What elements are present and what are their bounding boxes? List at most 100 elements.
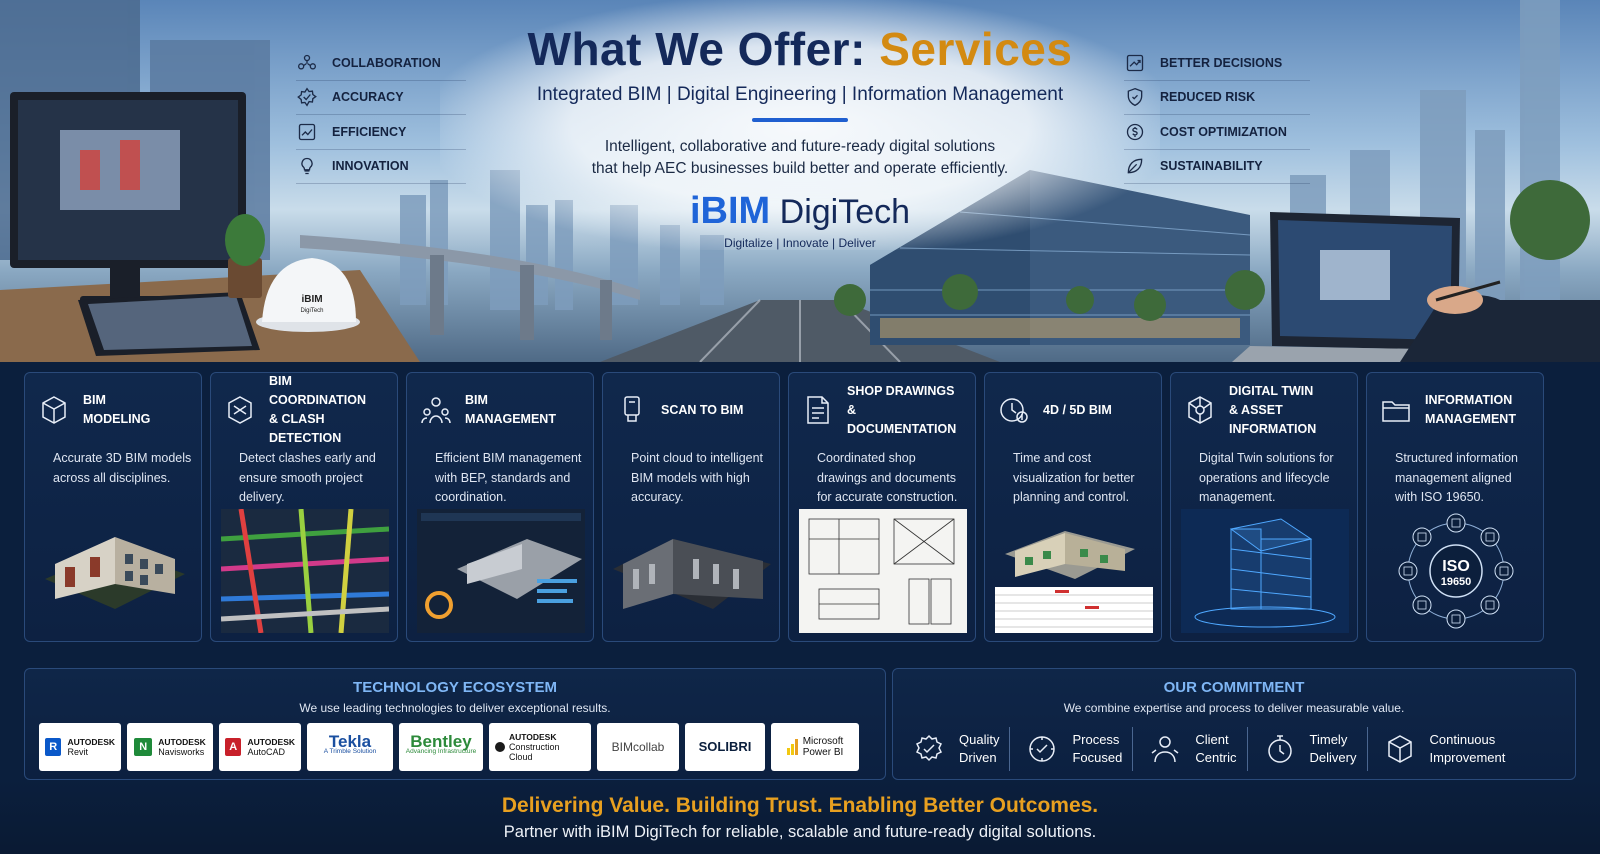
iso-19650-diagram: ISO 19650 bbox=[1398, 513, 1514, 629]
accuracy-icon bbox=[296, 86, 318, 108]
cube-icon bbox=[37, 393, 71, 427]
commitment-panel: OUR COMMITMENT We combine expertise and … bbox=[892, 668, 1576, 780]
feature-sustainability: SUSTAINABILITY bbox=[1124, 150, 1310, 184]
service-title: SCAN TO BIM bbox=[661, 402, 744, 417]
title-underline bbox=[752, 118, 848, 122]
hero-subtitle: Integrated BIM | Digital Engineering | I… bbox=[536, 84, 1064, 105]
service-card-4d-5d-bim[interactable]: 4D / 5D BIM Time and cost visualization … bbox=[984, 372, 1162, 642]
technology-ecosystem-panel: TECHNOLOGY ECOSYSTEM We use leading tech… bbox=[24, 668, 886, 780]
service-card-bim-management[interactable]: BIM MANAGEMENT Efficient BIM management … bbox=[406, 372, 594, 642]
service-card-information-management[interactable]: INFORMATION MANAGEMENT Structured inform… bbox=[1366, 372, 1544, 642]
service-title: 4D / 5D BIM bbox=[1043, 402, 1112, 417]
service-title: BIM COORDINATION & CLASH DETECTION bbox=[269, 374, 366, 445]
feature-cost-optimization: COST OPTIMIZATION bbox=[1124, 115, 1310, 150]
technology-title: TECHNOLOGY ECOSYSTEM bbox=[353, 679, 557, 696]
title-accent: Services bbox=[879, 23, 1073, 75]
innovation-icon bbox=[296, 155, 318, 177]
bim-dashboard-image bbox=[417, 509, 585, 633]
autodesk-mark-icon bbox=[495, 742, 505, 752]
service-description: Accurate 3D BIM models across all discip… bbox=[53, 451, 192, 485]
iso-number: 19650 bbox=[1441, 576, 1472, 588]
service-description: Digital Twin solutions for operations an… bbox=[1199, 451, 1334, 504]
point-cloud-image bbox=[613, 539, 771, 609]
clash-detection-pipes-image bbox=[221, 509, 389, 633]
footer-background bbox=[0, 780, 1600, 854]
service-description: Point cloud to intelligent BIM models wi… bbox=[631, 451, 764, 504]
helmet-label-1: iBIM bbox=[301, 294, 322, 305]
logo-bimcollab[interactable]: BIMcollab bbox=[597, 723, 679, 771]
iso-label: ISO bbox=[1442, 558, 1470, 575]
4d-5d-model-schedule-image bbox=[995, 531, 1153, 633]
feature-efficiency: EFFICIENCY bbox=[296, 115, 466, 150]
service-description: Efficient BIM management with BEP, stand… bbox=[435, 451, 582, 504]
logo-bentley[interactable]: Bentley Advancing Infrastructure bbox=[399, 723, 483, 771]
service-card-digital-twin[interactable]: DIGITAL TWIN & ASSET INFORMATION Digital… bbox=[1170, 372, 1358, 642]
bim-building-model-image bbox=[45, 537, 185, 609]
commitment-title: OUR COMMITMENT bbox=[1163, 679, 1305, 696]
page-title: What We Offer: Services bbox=[527, 23, 1073, 75]
commitment-process-focused: Process Focused bbox=[1009, 727, 1132, 771]
commitment-client-centric: Client Centric bbox=[1132, 727, 1246, 771]
efficiency-icon bbox=[296, 121, 318, 143]
service-description: Coordinated shop drawings and documents … bbox=[817, 451, 958, 504]
footer-headline: Delivering Value. Building Trust. Enabli… bbox=[501, 794, 1099, 817]
hero-glow bbox=[440, 0, 1160, 250]
clock-cost-icon bbox=[997, 393, 1031, 427]
commitment-subtitle: We combine expertise and process to deli… bbox=[1063, 701, 1405, 715]
logo-solibri[interactable]: SOLIBRI bbox=[685, 723, 765, 771]
feature-innovation: INNOVATION bbox=[296, 150, 466, 184]
services-section: BIM MODELING Accurate 3D BIM models acro… bbox=[0, 362, 1600, 652]
service-title: SHOP DRAWINGS & DOCUMENTATION bbox=[847, 383, 957, 436]
cost-icon bbox=[1124, 121, 1146, 143]
commitment-items: Quality Driven Process Focused Client Ce… bbox=[911, 727, 1563, 771]
quality-badge-icon bbox=[911, 731, 947, 767]
technology-subtitle: We use leading technologies to deliver e… bbox=[299, 701, 611, 715]
service-card-bim-modeling[interactable]: BIM MODELING Accurate 3D BIM models acro… bbox=[24, 372, 202, 642]
folder-icon bbox=[1379, 393, 1413, 427]
hero-banner: iBIM DigiTech What We Offer: Services In… bbox=[0, 0, 1600, 362]
digital-twin-icon bbox=[1183, 393, 1217, 427]
logo-tekla[interactable]: Tekla A Trimble Solution bbox=[307, 723, 393, 771]
footer-text: Partner with iBIM DigiTech for reliable,… bbox=[503, 823, 1097, 841]
service-card-bim-coordination[interactable]: BIM COORDINATION & CLASH DETECTION Detec… bbox=[210, 372, 398, 642]
team-icon bbox=[419, 393, 453, 427]
improvement-icon bbox=[1382, 731, 1418, 767]
service-description: Detect clashes early and ensure smooth p… bbox=[239, 451, 376, 504]
service-title: BIM MODELING bbox=[83, 393, 151, 426]
service-card-scan-to-bim[interactable]: SCAN TO BIM Point cloud to intelligent B… bbox=[602, 372, 780, 642]
process-icon bbox=[1024, 731, 1060, 767]
service-title: BIM MANAGEMENT bbox=[465, 393, 556, 426]
digital-twin-hologram-image bbox=[1181, 509, 1349, 633]
commitment-quality-driven: Quality Driven bbox=[911, 727, 1009, 771]
benefits-list-left: COLLABORATION ACCURACY EFFICIENCY INNOVA… bbox=[296, 46, 466, 184]
service-description: Structured information management aligne… bbox=[1395, 451, 1518, 504]
decisions-icon bbox=[1124, 52, 1146, 74]
shield-icon bbox=[1124, 86, 1146, 108]
helmet-label-2: DigiTech bbox=[300, 308, 323, 314]
hero-description: Intelligent, collaborative and future-re… bbox=[591, 138, 1009, 177]
stopwatch-icon bbox=[1262, 731, 1298, 767]
service-title: DIGITAL TWIN & ASSET INFORMATION bbox=[1229, 383, 1317, 436]
client-icon bbox=[1147, 731, 1183, 767]
document-icon bbox=[801, 393, 835, 427]
feature-collaboration: COLLABORATION bbox=[296, 46, 466, 81]
leaf-icon bbox=[1124, 155, 1146, 177]
brand-tagline: Digitalize | Innovate | Deliver bbox=[724, 236, 876, 250]
commitment-continuous-improvement: Continuous Improvement bbox=[1366, 727, 1516, 771]
benefits-list-right: BETTER DECISIONS REDUCED RISK COST OPTIM… bbox=[1124, 46, 1310, 184]
collaboration-icon bbox=[296, 52, 318, 74]
feature-better-decisions: BETTER DECISIONS bbox=[1124, 46, 1310, 81]
feature-reduced-risk: REDUCED RISK bbox=[1124, 81, 1310, 115]
service-card-shop-drawings[interactable]: SHOP DRAWINGS & DOCUMENTATION Coordinate… bbox=[788, 372, 976, 642]
coordination-icon bbox=[223, 393, 257, 427]
service-title: INFORMATION MANAGEMENT bbox=[1425, 393, 1516, 426]
feature-accuracy: ACCURACY bbox=[296, 81, 466, 115]
scanner-icon bbox=[615, 393, 649, 427]
commitment-timely-delivery: Timely Delivery bbox=[1246, 727, 1367, 771]
